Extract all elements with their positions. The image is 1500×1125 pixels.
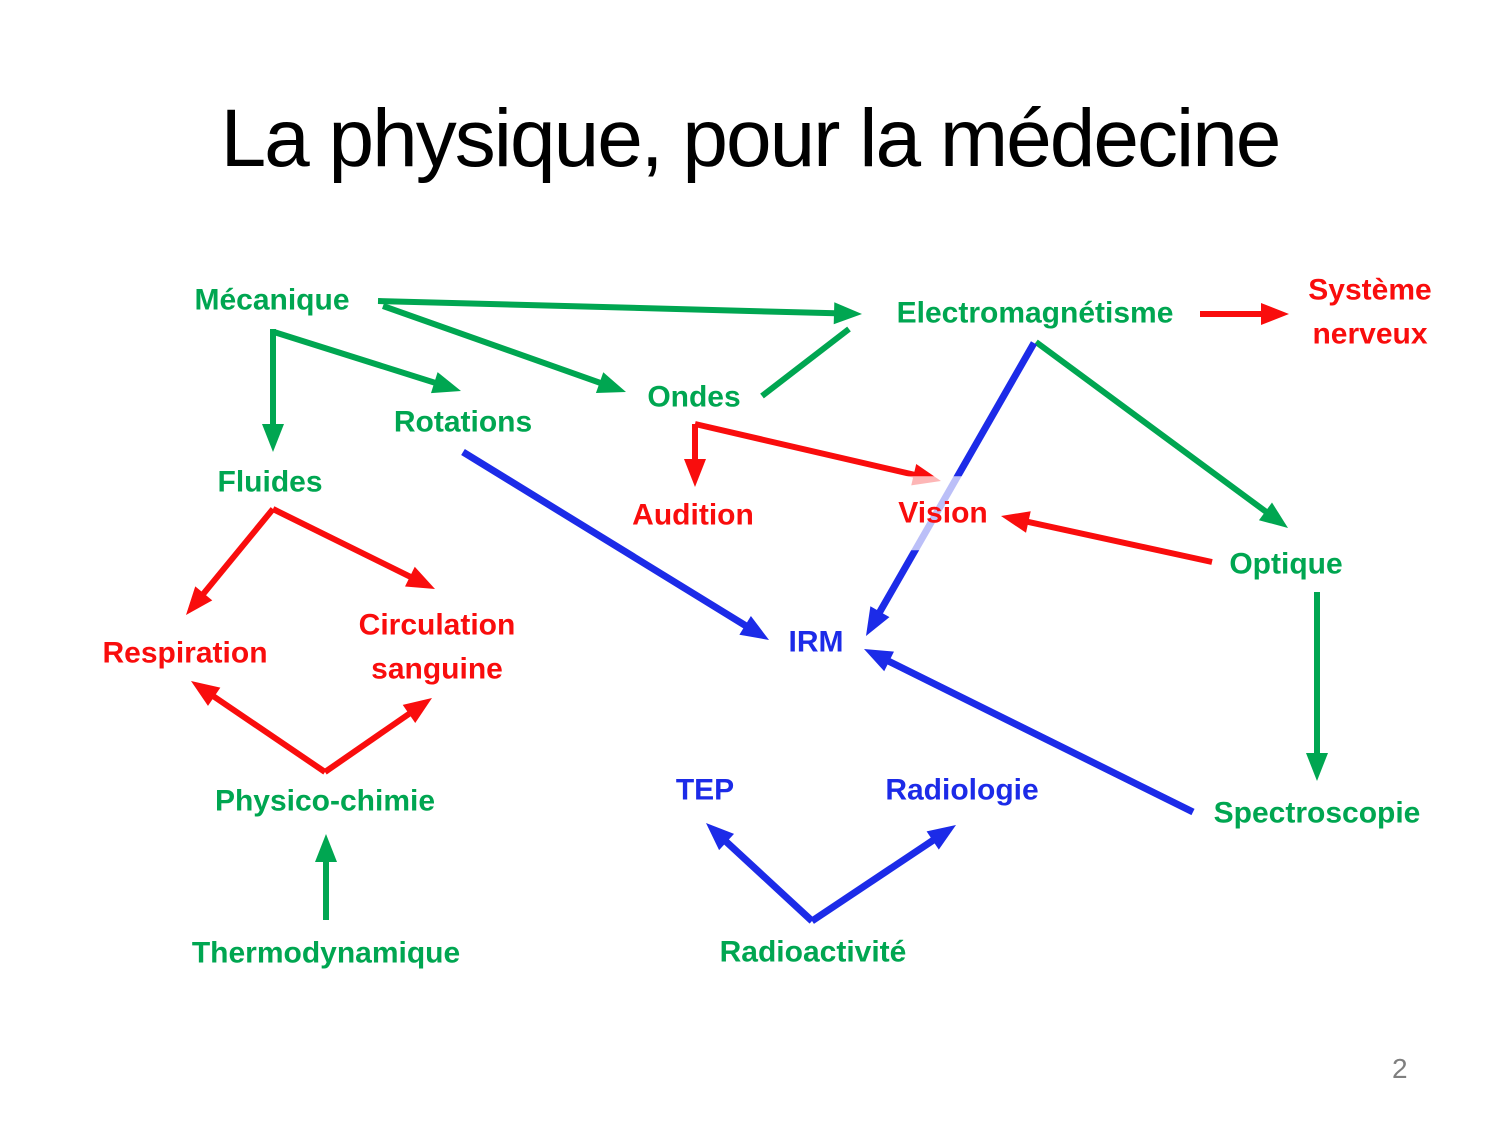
edge-mecanique-fluides bbox=[262, 329, 284, 452]
edge-radioactivite-tep bbox=[706, 823, 815, 924]
node-radiologie: Radiologie bbox=[885, 773, 1039, 807]
page-number: 2 bbox=[1392, 1053, 1408, 1084]
node-ondes: Ondes bbox=[647, 380, 741, 414]
edge-ondes-audition bbox=[684, 424, 706, 487]
node-physico-chimie: Physico-chimie bbox=[214, 784, 436, 818]
node-mecanique: Mécanique bbox=[194, 283, 350, 317]
node-radioactivite: Radioactivité bbox=[719, 935, 907, 969]
edge-fluides-respiration bbox=[186, 507, 276, 615]
node-electromagnetisme: Electromagnétisme bbox=[896, 296, 1174, 330]
edge-physico_chimie-circulation_sanguine bbox=[323, 698, 432, 775]
page-title: La physique, pour la médecine bbox=[220, 93, 1282, 184]
edge-rotations-irm bbox=[461, 449, 769, 640]
node-respiration: Respiration bbox=[102, 636, 268, 670]
edge-thermodynamique-physico_chimie bbox=[315, 834, 337, 920]
node-rotations: Rotations bbox=[393, 405, 533, 439]
edge-fluides-circulation_sanguine bbox=[271, 506, 435, 589]
node-thermodynamique: Thermodynamique bbox=[191, 936, 461, 970]
edge-electromagnetisme-optique bbox=[1034, 339, 1288, 528]
edge-optique-vision bbox=[1001, 511, 1213, 565]
edge-mecanique-ondes bbox=[381, 303, 626, 394]
node-tep: TEP bbox=[675, 773, 735, 807]
node-fluides: Fluides bbox=[217, 465, 323, 499]
node-optique: Optique bbox=[1229, 547, 1343, 581]
edge-ondes-electromagnetisme bbox=[760, 326, 851, 399]
edge-optique-spectroscopie bbox=[1306, 592, 1328, 781]
node-spectroscopie: Spectroscopie bbox=[1213, 796, 1421, 830]
node-circulation-sanguine: Circulation sanguine bbox=[358, 608, 516, 686]
node-systeme-nerveux: Système nerveux bbox=[1308, 273, 1432, 351]
edge-electromagnetisme-systeme_nerveux bbox=[1200, 303, 1289, 325]
edge-radioactivite-radiologie bbox=[810, 825, 956, 924]
node-audition: Audition bbox=[632, 498, 754, 532]
edge-physico_chimie-respiration bbox=[191, 681, 327, 775]
node-irm: IRM bbox=[788, 625, 844, 659]
edge-mecanique-electromagnetisme bbox=[377, 298, 862, 325]
node-vision: Vision bbox=[888, 476, 998, 550]
edge-spectroscopie-irm bbox=[864, 649, 1195, 816]
edge-mecanique-rotations bbox=[273, 329, 461, 394]
